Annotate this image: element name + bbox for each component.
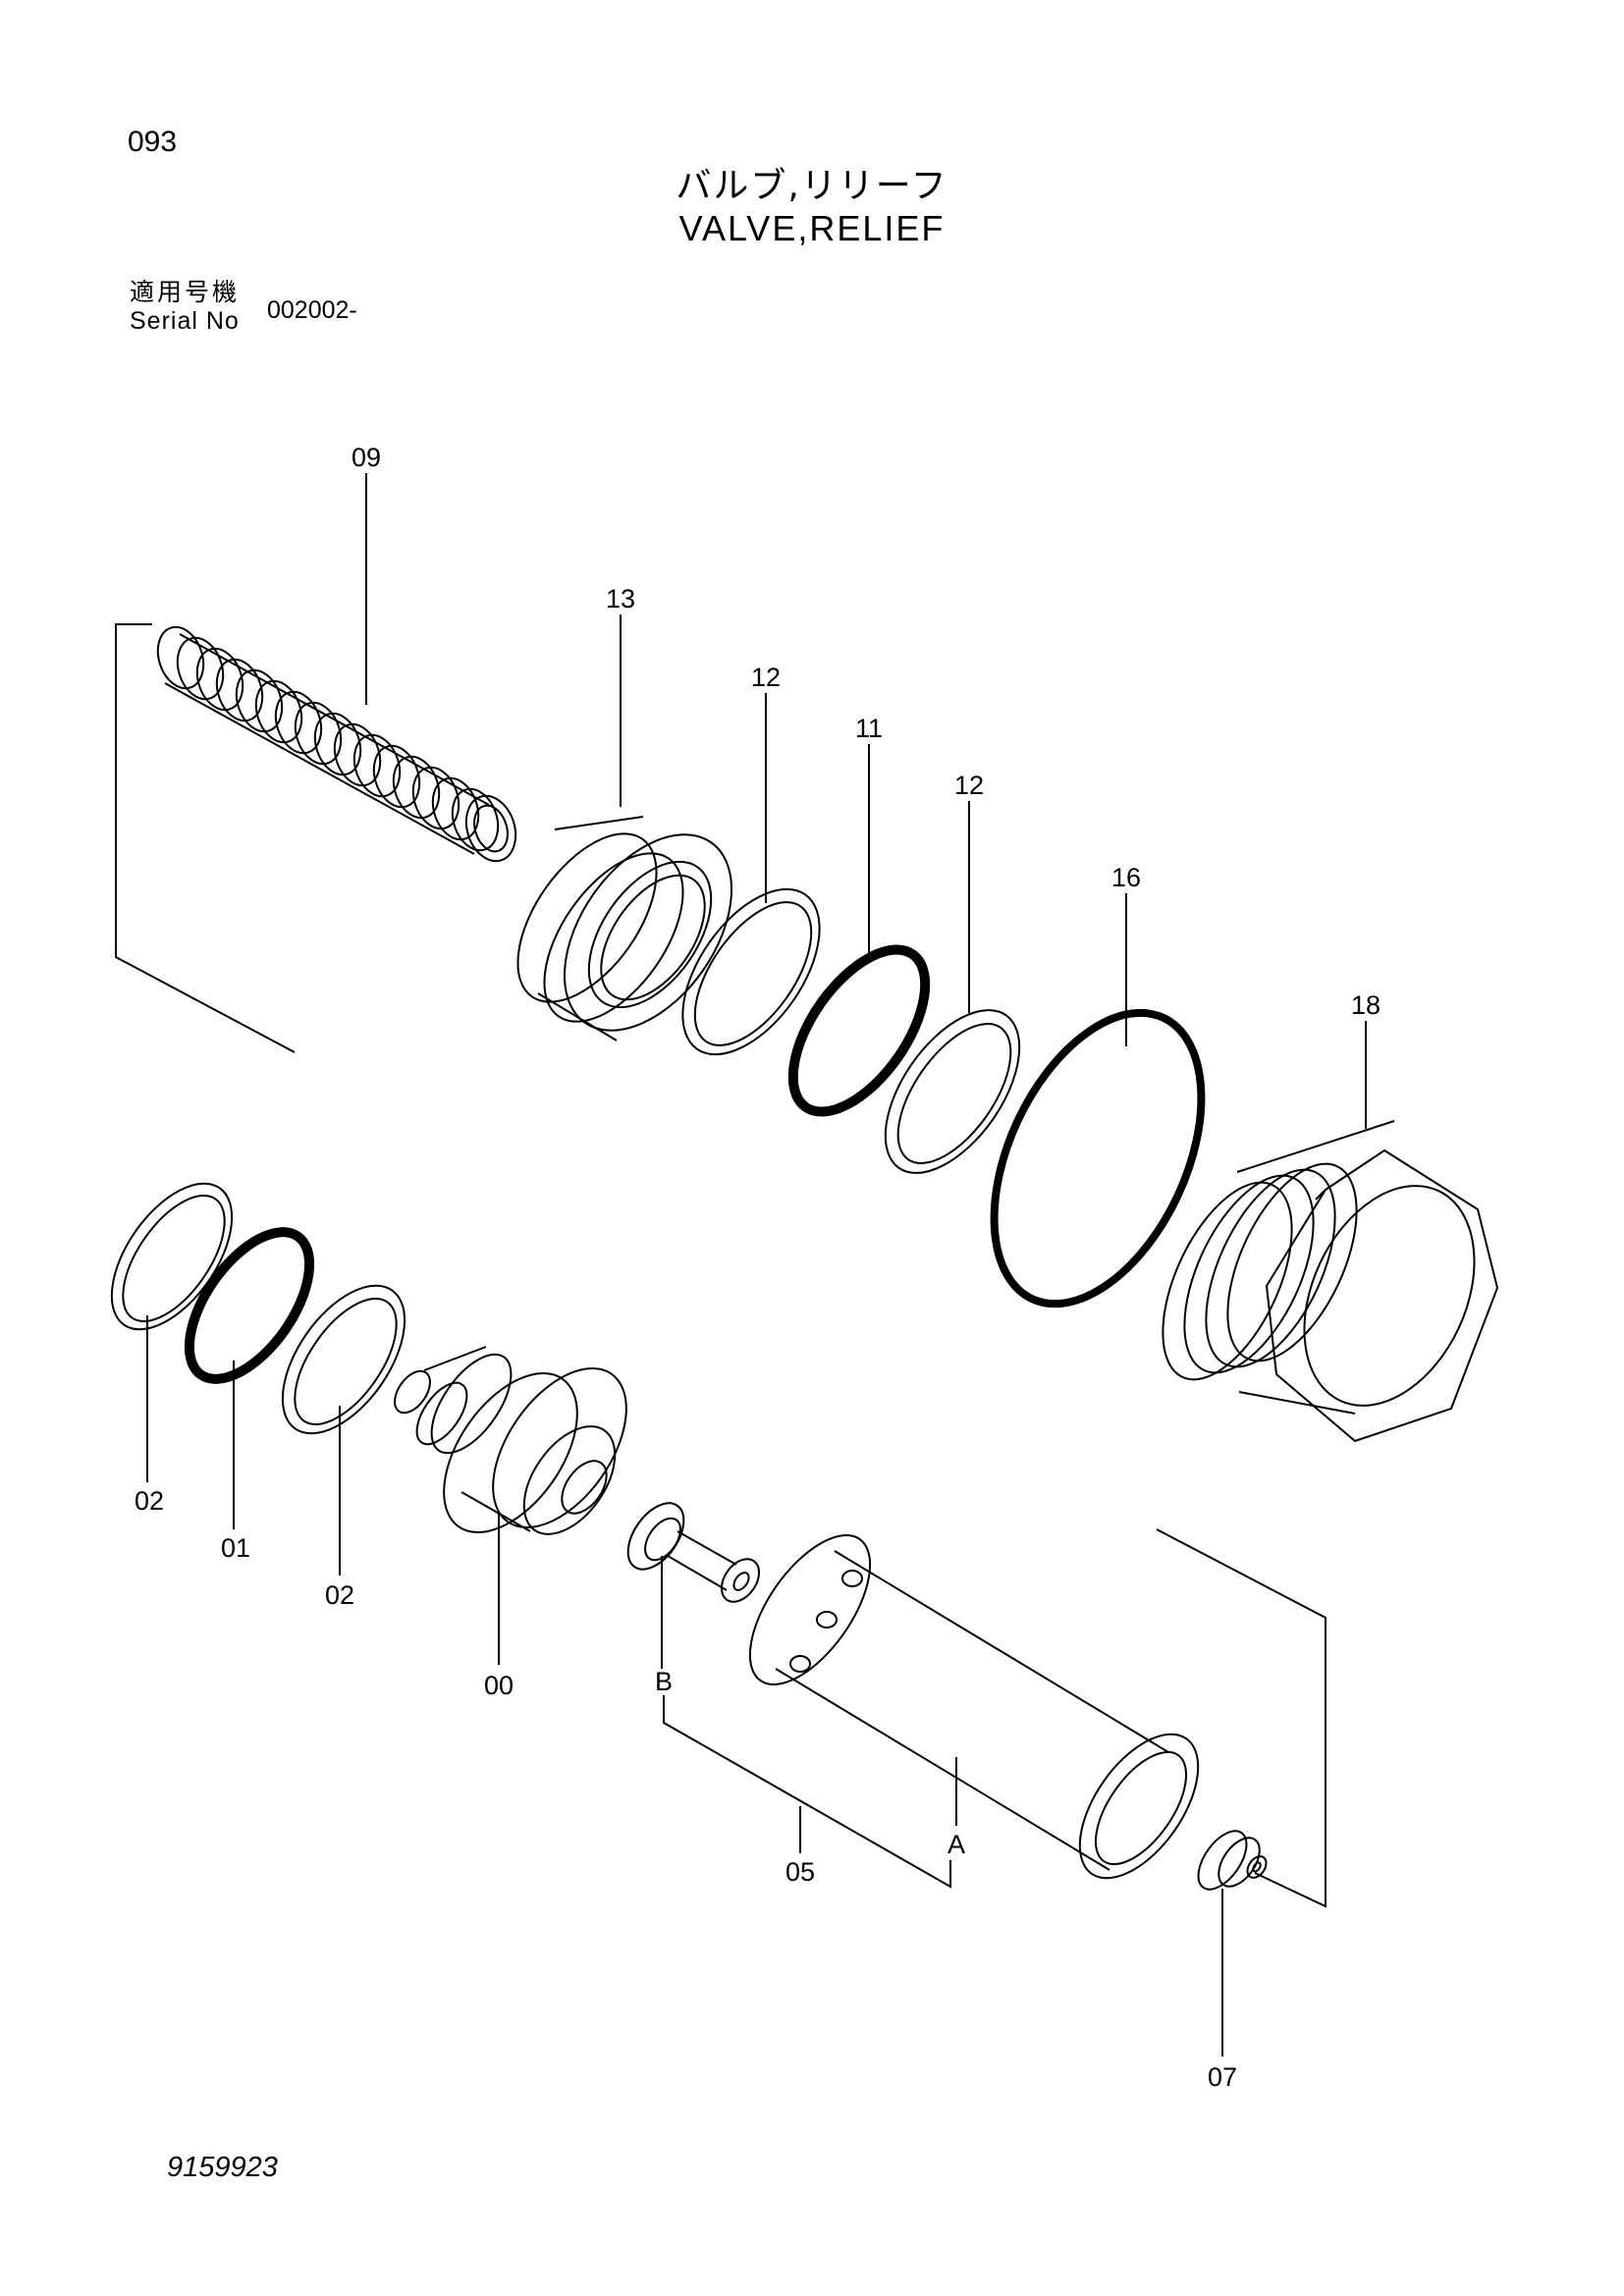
plug-18 bbox=[1162, 1120, 1499, 1443]
label-a: A bbox=[947, 1830, 965, 1859]
bracket-05 bbox=[663, 1695, 951, 1889]
label-16: 16 bbox=[1111, 863, 1141, 892]
part-labels: 09 13 12 11 12 16 18 02 01 02 00 B A 05 … bbox=[135, 443, 1380, 2092]
bracket-lower-right bbox=[1156, 1528, 1326, 1908]
o-ring-11 bbox=[787, 944, 931, 1117]
label-12-second: 12 bbox=[954, 771, 984, 800]
title-japanese: バルブ,リリーフ bbox=[676, 166, 948, 206]
bracket-upper-left bbox=[115, 623, 296, 1053]
serial-number-value: 002002- bbox=[267, 296, 357, 324]
o-ring-01 bbox=[184, 1227, 315, 1384]
seat-13 bbox=[516, 816, 733, 1041]
orifice-07 bbox=[1197, 1830, 1268, 1891]
poppet-00 bbox=[394, 1346, 627, 1535]
label-11: 11 bbox=[855, 714, 883, 743]
label-01: 01 bbox=[221, 1533, 250, 1563]
label-12-first: 12 bbox=[751, 663, 781, 692]
o-ring-16 bbox=[990, 1008, 1206, 1308]
label-13: 13 bbox=[606, 584, 635, 614]
backup-ring-12b bbox=[884, 1009, 1021, 1174]
label-00: 00 bbox=[484, 1671, 514, 1700]
serial-label-japanese: 適用号機 bbox=[130, 278, 241, 306]
label-05: 05 bbox=[785, 1857, 815, 1887]
label-09: 09 bbox=[352, 443, 381, 472]
backup-ring-12a bbox=[681, 887, 821, 1056]
sleeve-a bbox=[748, 1533, 1200, 1880]
title-english: VALVE,RELIEF bbox=[678, 208, 946, 248]
leader-lines bbox=[146, 473, 1367, 2056]
backup-ring-02b bbox=[281, 1284, 406, 1435]
label-02-second: 02 bbox=[325, 1580, 354, 1610]
spring-09 bbox=[156, 625, 517, 863]
label-07: 07 bbox=[1208, 2062, 1237, 2092]
page-number: 093 bbox=[128, 126, 178, 158]
document-number: 9159923 bbox=[167, 2152, 278, 2183]
stem-b bbox=[626, 1502, 761, 1603]
label-18: 18 bbox=[1351, 990, 1380, 1020]
serial-label-english: Serial No bbox=[130, 307, 240, 335]
label-b: B bbox=[655, 1667, 673, 1696]
label-02-first: 02 bbox=[135, 1486, 164, 1516]
